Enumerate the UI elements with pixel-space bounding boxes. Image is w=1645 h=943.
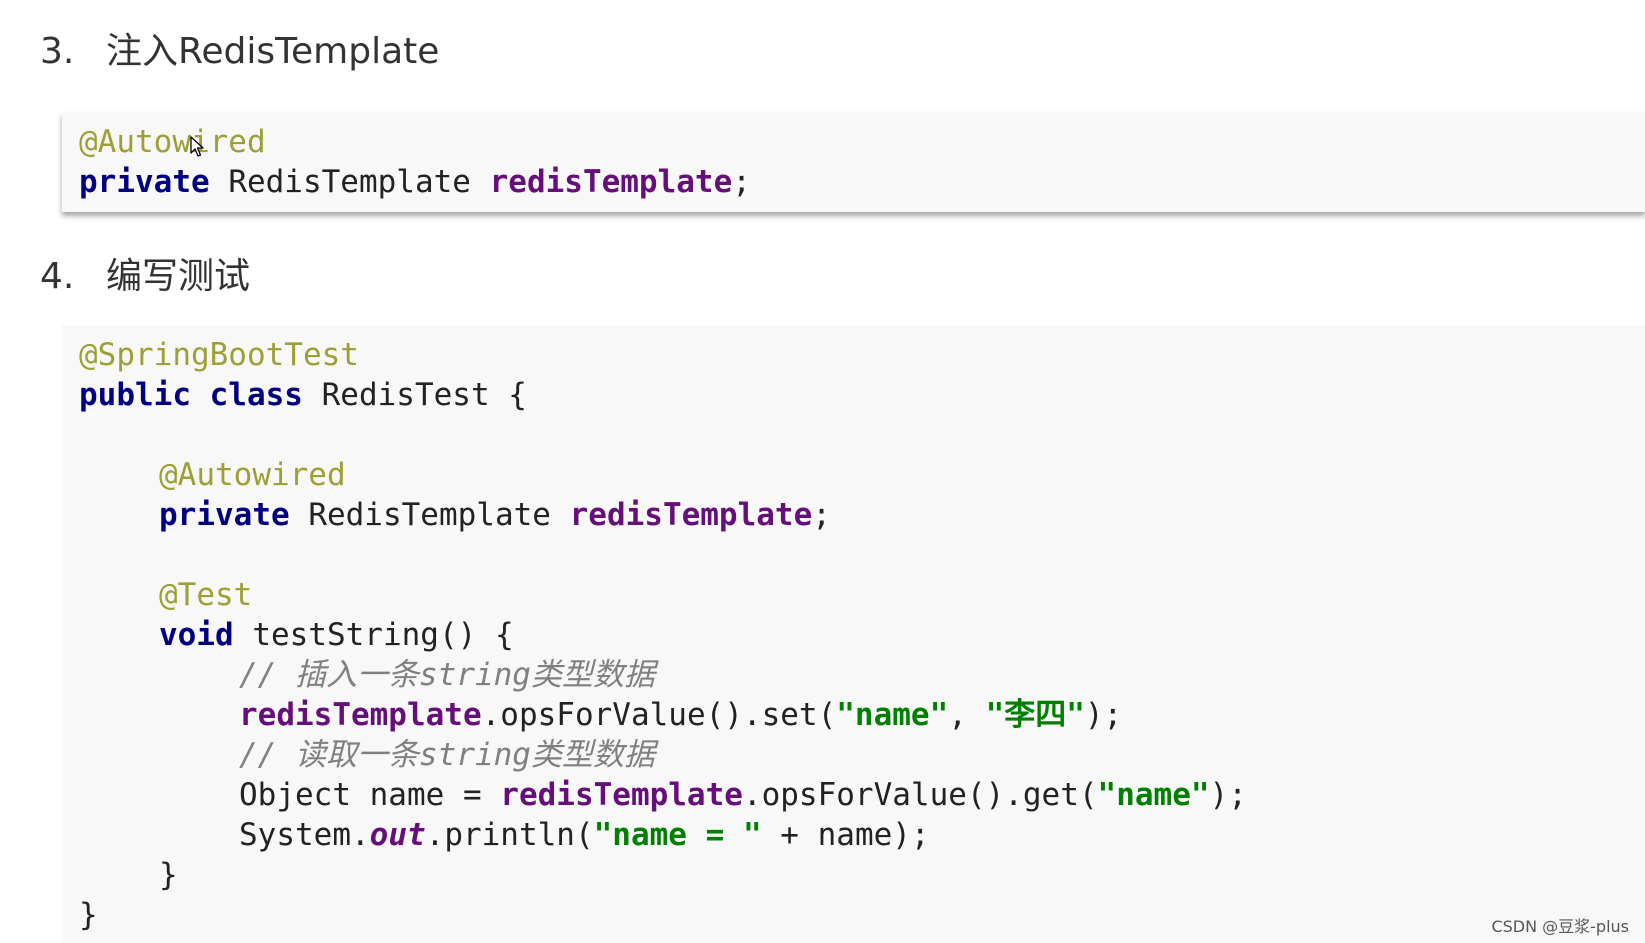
annotation: @Autowired	[79, 124, 266, 160]
punctuation: ,	[948, 697, 986, 733]
watermark: CSDN @豆浆-plus	[1491, 917, 1629, 936]
code-line: @Autowired	[79, 455, 1645, 495]
code-line: @Autowired	[79, 122, 1645, 162]
field-name: redisTemplate	[239, 697, 482, 733]
field-name: redisTemplate	[500, 777, 743, 813]
keyword: private	[159, 497, 290, 533]
section-number: 3.	[40, 31, 75, 72]
type-name: RedisTemplate	[289, 497, 570, 533]
class-name: RedisTest {	[302, 377, 527, 413]
variable-declaration: Object name =	[239, 777, 501, 813]
code-line: // 读取一条string类型数据	[79, 735, 1645, 775]
code-line: @Test	[79, 575, 1645, 615]
section-number: 4.	[40, 256, 75, 297]
method-call: .println(	[425, 817, 594, 853]
code-block-test: @SpringBootTest public class RedisTest {…	[62, 325, 1645, 943]
field-name: redisTemplate	[569, 497, 813, 533]
type-name: RedisTemplate	[209, 164, 490, 200]
code-line: }	[79, 855, 1645, 895]
keyword: private	[79, 164, 210, 200]
code-line: Object name = redisTemplate.opsForValue(…	[79, 775, 1645, 815]
section-heading-3: 3. 注入RedisTemplate	[40, 30, 439, 74]
code-line: private RedisTemplate redisTemplate;	[79, 495, 1645, 535]
code-line: // 插入一条string类型数据	[79, 655, 1645, 695]
blank-line	[79, 415, 1645, 455]
string-literal: "李四"	[985, 697, 1085, 733]
string-literal: "name"	[836, 697, 949, 733]
punctuation: ;	[812, 497, 831, 533]
code-line: public class RedisTest {	[79, 375, 1645, 415]
keyword: public	[79, 377, 191, 413]
section-heading-4: 4. 编写测试	[40, 255, 250, 299]
code-line: }	[79, 895, 1645, 935]
class-reference: System.	[239, 817, 370, 853]
code-block-inject: @Autowired private RedisTemplate redisTe…	[62, 112, 1645, 212]
punctuation: );	[1209, 777, 1247, 813]
code-line: redisTemplate.opsForValue().set("name", …	[79, 695, 1645, 735]
blank-line	[79, 535, 1645, 575]
static-field: out	[369, 817, 426, 853]
mouse-pointer-icon	[190, 136, 204, 157]
code-line: @SpringBootTest	[79, 335, 1645, 375]
method-call: .opsForValue().get(	[742, 777, 1098, 813]
code-comment: // 插入一条string类型数据	[239, 657, 655, 693]
code-comment: // 读取一条string类型数据	[239, 737, 655, 773]
code-line: System.out.println("name = " + name);	[79, 815, 1645, 855]
annotation: @Test	[159, 577, 253, 613]
section-title: 注入RedisTemplate	[106, 31, 440, 72]
method-call: .opsForValue().set(	[481, 697, 837, 733]
code-line: void testString() {	[79, 615, 1645, 655]
annotation: @SpringBootTest	[79, 337, 359, 373]
closing-brace: }	[79, 897, 98, 933]
method-signature: testString() {	[233, 617, 514, 653]
keyword: void	[159, 617, 234, 653]
field-name: redisTemplate	[489, 164, 733, 200]
expression: + name);	[761, 817, 930, 853]
keyword: class	[190, 377, 303, 413]
string-literal: "name = "	[593, 817, 762, 853]
punctuation: ;	[732, 164, 751, 200]
string-literal: "name"	[1097, 777, 1210, 813]
code-line: private RedisTemplate redisTemplate;	[79, 162, 1645, 202]
punctuation: );	[1084, 697, 1123, 733]
section-title: 编写测试	[106, 256, 251, 297]
annotation: @Autowired	[159, 457, 346, 493]
closing-brace: }	[159, 857, 178, 893]
